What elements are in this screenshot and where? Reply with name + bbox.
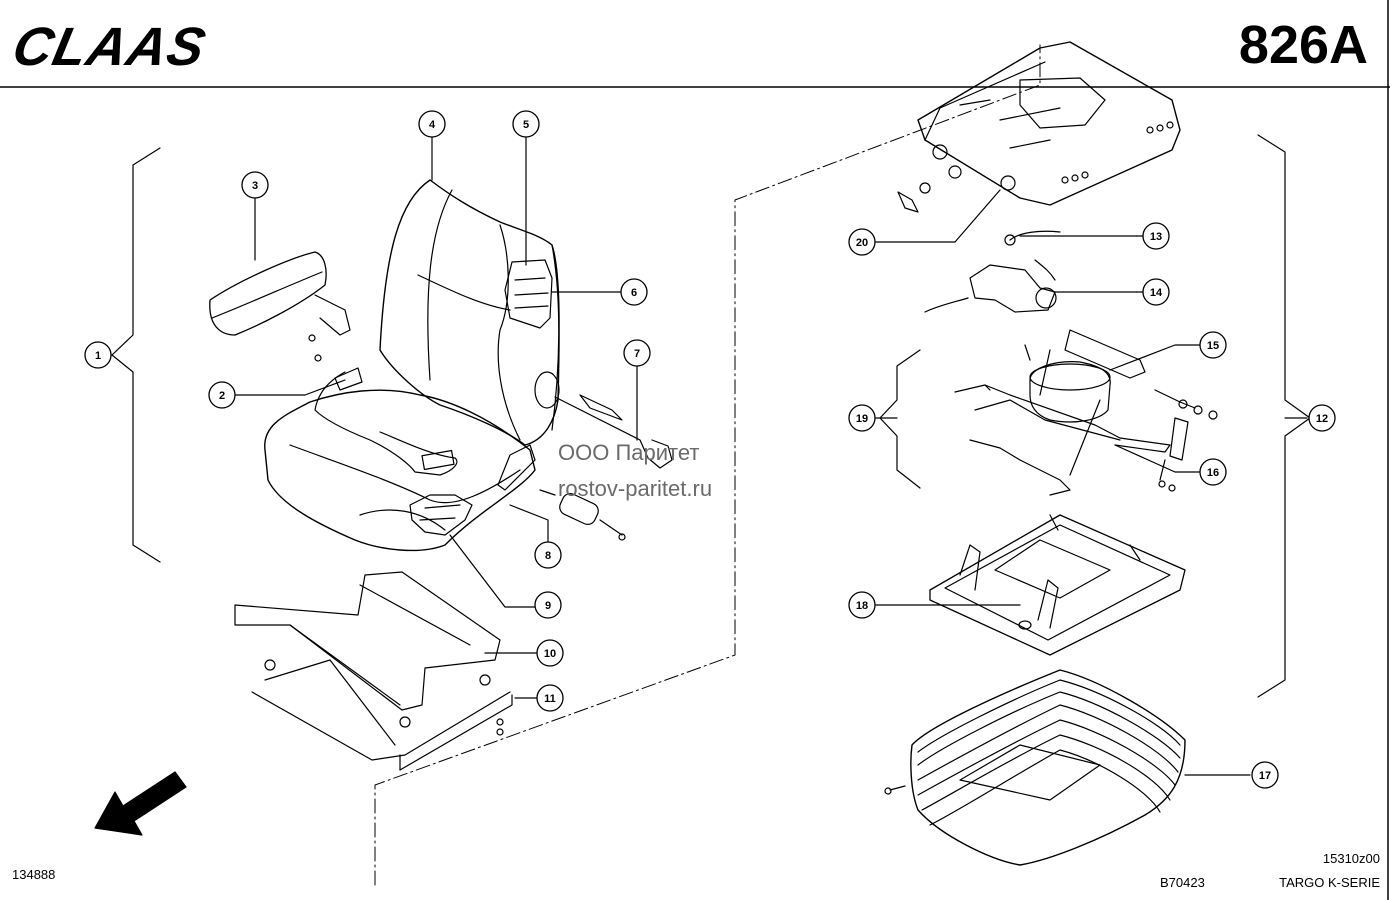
callout-5: 5: [512, 110, 540, 138]
callout-circle: [1308, 404, 1336, 432]
callout-label: 15: [1207, 340, 1219, 352]
callout-label: 17: [1259, 770, 1271, 782]
callout-label: 14: [1150, 287, 1163, 299]
callout-circle: [241, 171, 269, 199]
callout-8: 8: [534, 541, 562, 569]
callout-label: 3: [252, 180, 258, 192]
callout-circle: [1199, 331, 1227, 359]
callout-label: 19: [856, 413, 868, 425]
callout-circle: [623, 339, 651, 367]
callout-label: 6: [631, 287, 637, 299]
callout-circle: [620, 278, 648, 306]
callout-6: 6: [620, 278, 648, 306]
callout-label: 18: [856, 600, 868, 612]
callout-label: 16: [1207, 467, 1219, 479]
callout-label: 12: [1316, 413, 1328, 425]
callout-label: 8: [545, 550, 551, 562]
callout-circle: [848, 228, 876, 256]
callout-label: 1: [95, 350, 101, 362]
callout-circle: [1199, 458, 1227, 486]
callout-circle: [848, 404, 876, 432]
callout-circle: [536, 639, 564, 667]
callout-label: 4: [429, 119, 436, 131]
callout-1: 1: [84, 341, 112, 369]
callout-12: 12: [1308, 404, 1336, 432]
callout-circle: [534, 591, 562, 619]
callout-label: 20: [856, 237, 868, 249]
page-code: 826A: [1238, 15, 1368, 75]
callout-18: 18: [848, 591, 876, 619]
callout-11: 11: [536, 684, 564, 712]
callout-circle: [1142, 222, 1170, 250]
callout-4: 4: [418, 110, 446, 138]
callout-label: 7: [634, 348, 640, 360]
watermark-company: ООО Паритет: [558, 440, 700, 465]
callout-circle: [534, 541, 562, 569]
callout-20: 20: [848, 228, 876, 256]
watermark-url: rostov-paritet.ru: [558, 476, 713, 501]
callout-17: 17: [1251, 761, 1279, 789]
callout-circle: [1142, 278, 1170, 306]
callout-circle: [1251, 761, 1279, 789]
callout-15: 15: [1199, 331, 1227, 359]
callout-2: 2: [208, 381, 236, 409]
footer-ref-code: B70423: [1160, 875, 1205, 890]
callout-circle: [418, 110, 446, 138]
callout-19: 19: [848, 404, 876, 432]
callout-13: 13: [1142, 222, 1170, 250]
callout-3: 3: [241, 171, 269, 199]
callout-label: 10: [544, 648, 556, 660]
callout-circle: [536, 684, 564, 712]
callout-label: 9: [545, 600, 551, 612]
callout-circle: [848, 591, 876, 619]
footer-drawing-code: 15310z00: [1322, 851, 1380, 866]
callout-10: 10: [536, 639, 564, 667]
callout-circle: [208, 381, 236, 409]
callout-label: 11: [544, 693, 556, 705]
callout-circle: [512, 110, 540, 138]
footer-series: TARGO K-SERIE: [1279, 875, 1380, 890]
callout-16: 16: [1199, 458, 1227, 486]
footer-left-code: 134888: [12, 867, 56, 882]
callout-9: 9: [534, 591, 562, 619]
callout-14: 14: [1142, 278, 1170, 306]
callout-label: 5: [523, 119, 529, 131]
callout-7: 7: [623, 339, 651, 367]
callout-label: 13: [1150, 231, 1162, 243]
callout-label: 2: [219, 390, 225, 402]
callout-circle: [84, 341, 112, 369]
